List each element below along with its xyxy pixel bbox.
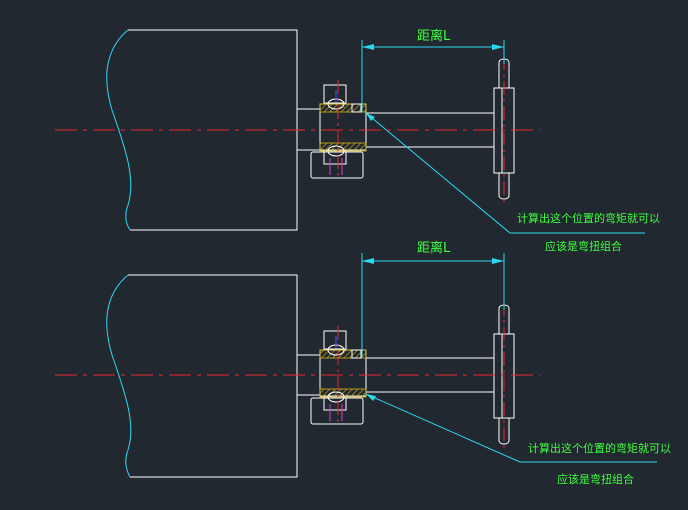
arrow-left xyxy=(362,44,374,50)
bearing-top xyxy=(323,84,347,104)
motor-body xyxy=(128,274,298,478)
leader-line xyxy=(365,393,657,463)
shaft-assembly-view-1: 距离L 计算出这个位置的弯矩就可以 应该是弯扭组合 xyxy=(55,28,660,253)
bearing-base xyxy=(310,397,364,425)
hatch-top xyxy=(319,103,367,113)
set-screw xyxy=(351,103,362,113)
note-line-2: 应该是弯扭组合 xyxy=(545,239,622,253)
hatch-bottom xyxy=(319,142,367,152)
set-screw xyxy=(351,349,362,359)
arrow-left xyxy=(362,258,374,264)
leader-line xyxy=(365,112,645,234)
break-line xyxy=(106,29,132,231)
break-line xyxy=(106,274,132,478)
dimension-label: 距离L xyxy=(417,28,451,44)
shaft-assembly-view-2: 距离L 计算出这个位置的弯矩就可以 应该是弯扭组合 xyxy=(55,240,671,486)
sprocket xyxy=(493,58,515,200)
arrow-right xyxy=(492,44,504,50)
bearing-ball-bottom xyxy=(327,391,345,403)
note-line-2: 应该是弯扭组合 xyxy=(557,472,634,486)
bearing-base xyxy=(310,151,364,179)
dimension-label: 距离L xyxy=(417,240,451,256)
hatch-top xyxy=(319,349,367,359)
bearing-ball-bottom xyxy=(327,145,345,157)
leader-arrow xyxy=(366,394,376,401)
hatch-bottom xyxy=(319,388,367,398)
bearing-top xyxy=(323,330,347,350)
note-line-1: 计算出这个位置的弯矩就可以 xyxy=(517,211,660,225)
arrow-right xyxy=(492,258,504,264)
leader-arrow xyxy=(366,113,375,121)
note-line-1: 计算出这个位置的弯矩就可以 xyxy=(528,441,671,455)
